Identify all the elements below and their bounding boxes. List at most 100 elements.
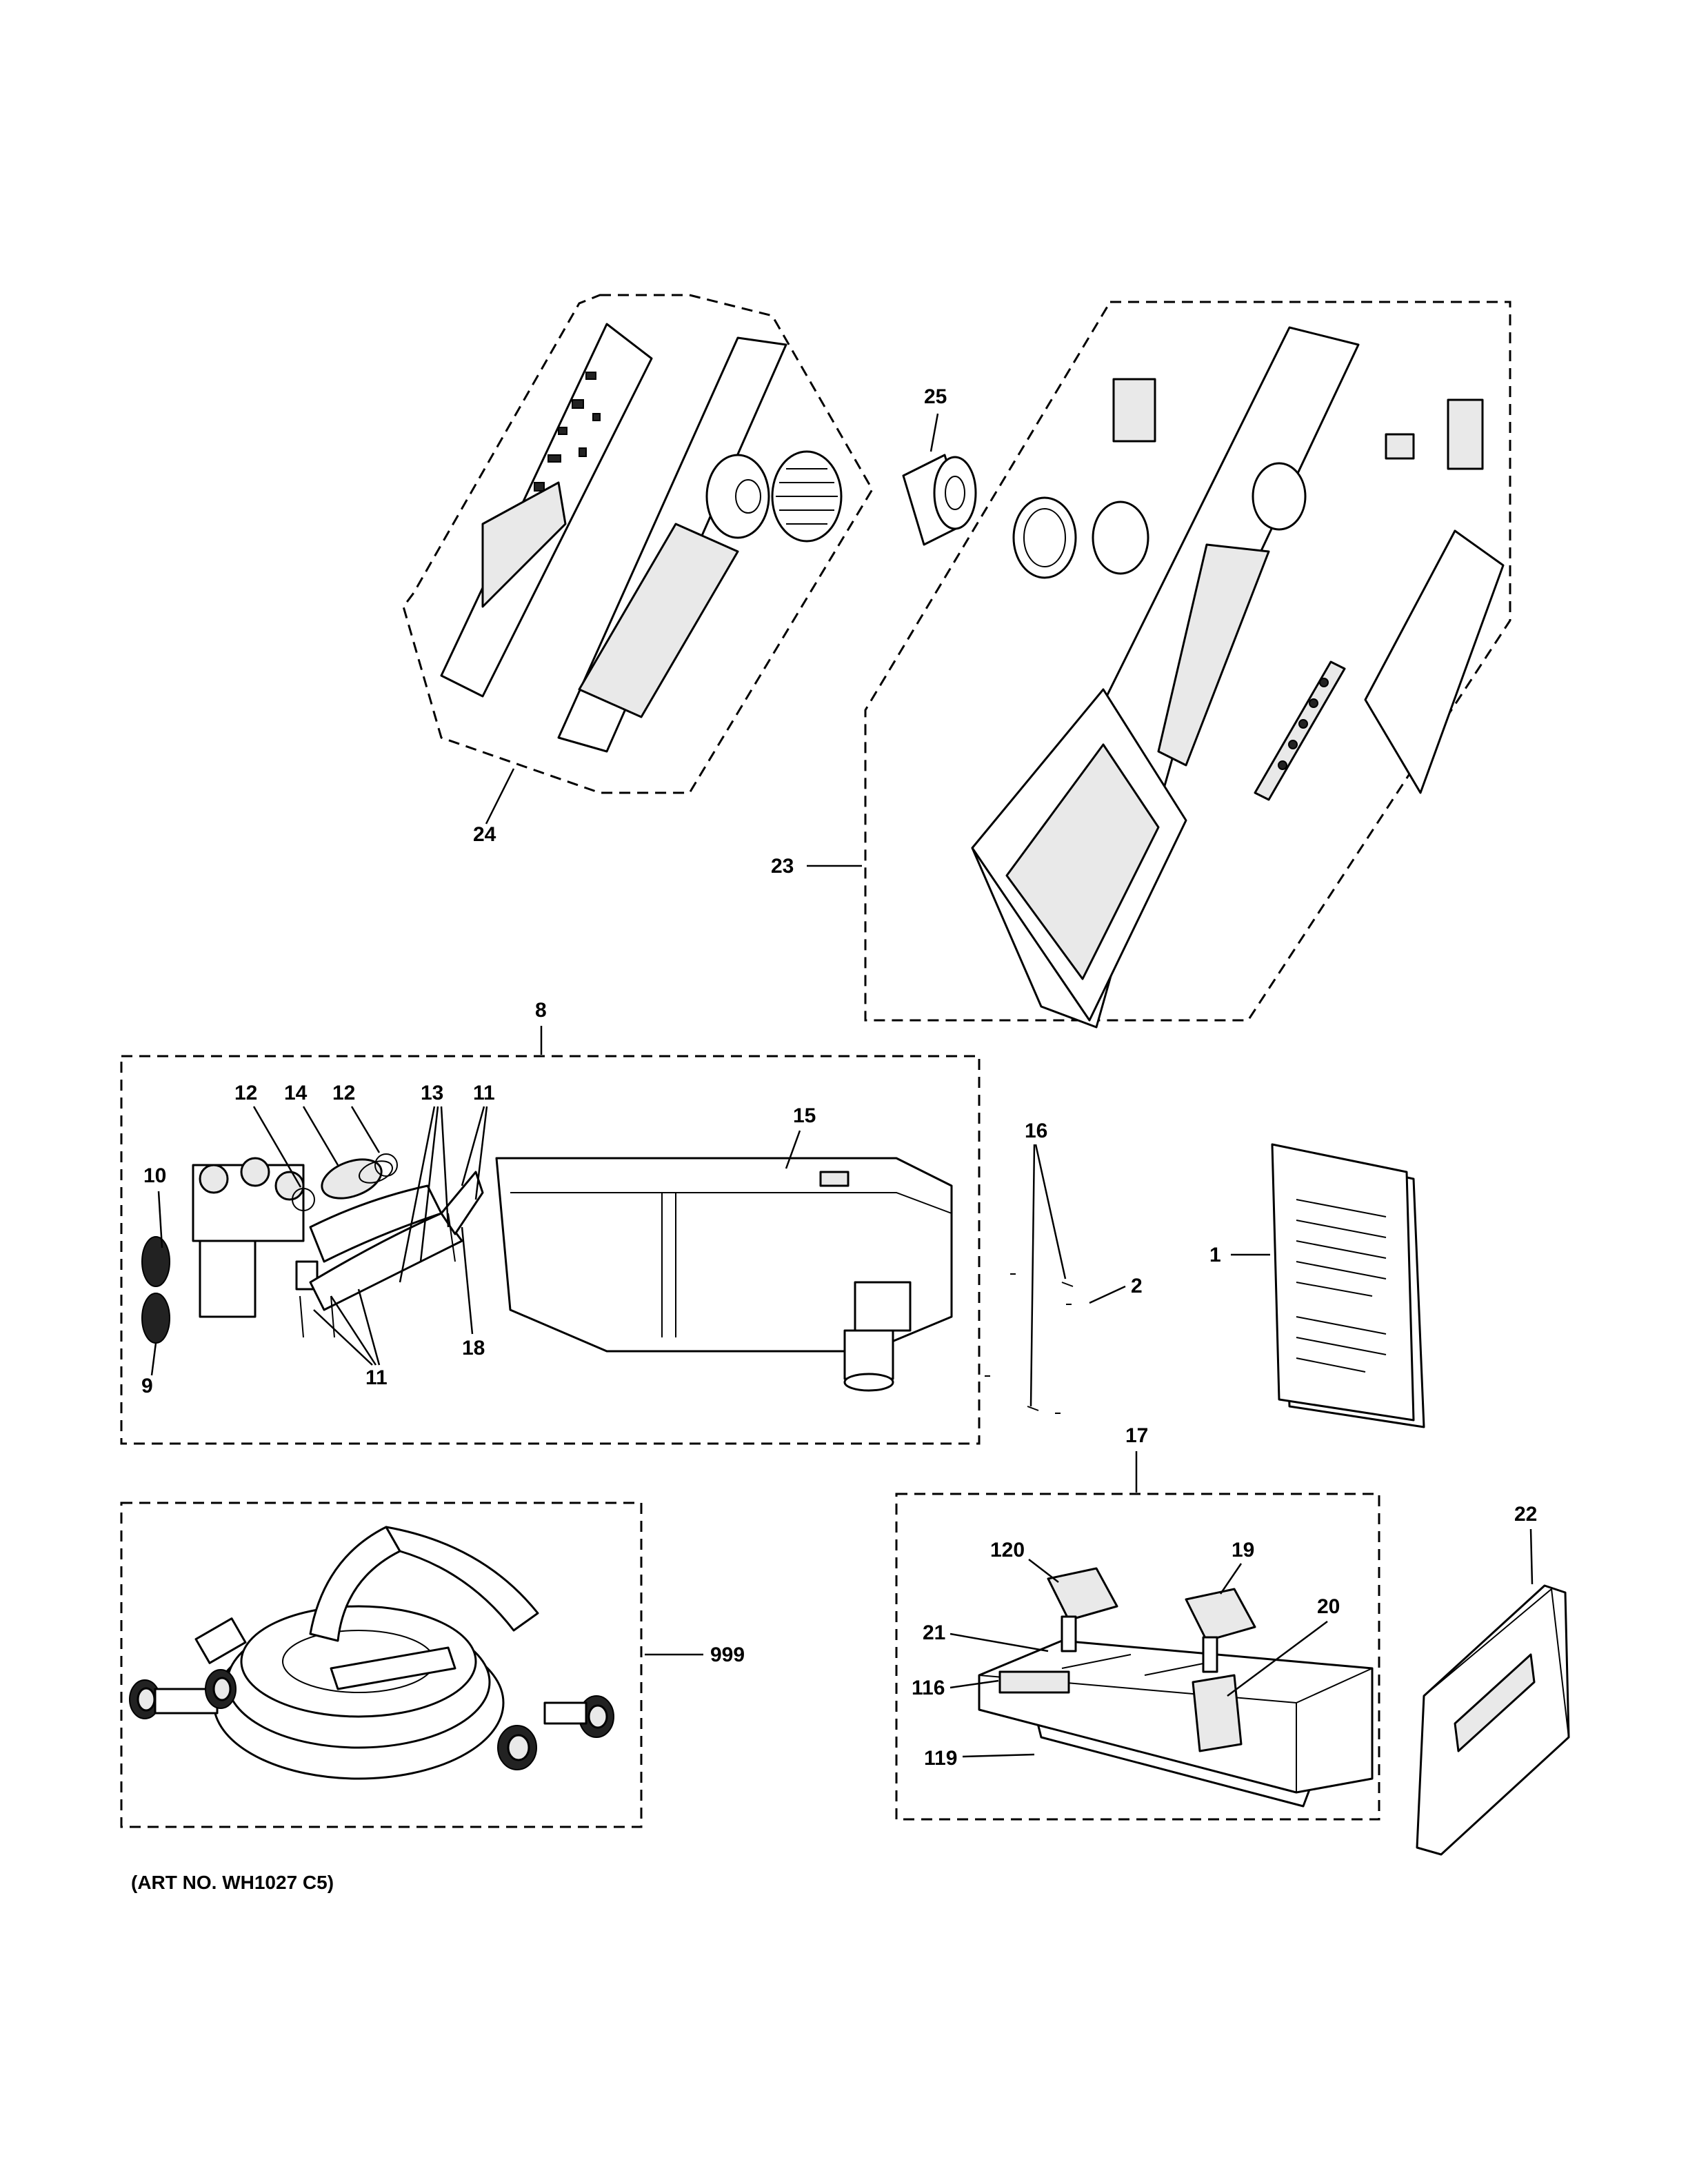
group-17-dispenser-drawer [895, 1493, 1380, 1821]
group-8-outline [120, 1055, 981, 1445]
water-valve [141, 1157, 319, 1344]
knob-face [933, 456, 977, 530]
label-116: 116 [912, 1677, 945, 1699]
panel-knob-hole [1252, 462, 1307, 531]
label-23: 23 [771, 855, 794, 878]
knob-seal-ring [1092, 501, 1149, 575]
label-11a: 11 [473, 1082, 495, 1104]
label-10: 10 [143, 1164, 166, 1187]
leader-19 [1219, 1563, 1243, 1595]
label-22: 22 [1514, 1503, 1537, 1526]
encoder-housing [705, 454, 770, 539]
leader-18 [461, 1226, 474, 1335]
leader-120 [1028, 1559, 1059, 1583]
leader-15 [785, 1130, 801, 1169]
leaders-13 [399, 1106, 450, 1283]
drawer-insert-20 [1192, 1674, 1243, 1752]
valve-lower [199, 1240, 257, 1318]
bracket-display-window [578, 523, 739, 718]
leader-24 [485, 768, 515, 825]
group-17-outline [895, 1493, 1380, 1821]
knob-bezel [1012, 496, 1077, 579]
label-19: 19 [1232, 1539, 1254, 1561]
leader-2 [1089, 1285, 1126, 1304]
valve-inlet-lower [141, 1293, 170, 1344]
panel-dispenser-recess [1005, 743, 1160, 980]
group-8-dispenser-valves [120, 1055, 981, 1445]
label-2: 2 [1131, 1275, 1143, 1297]
panel-clip-large [1447, 398, 1484, 470]
manual-cover [1271, 1143, 1415, 1422]
panel-clip-small [1385, 433, 1415, 460]
part-22-drawer-front [1416, 1584, 1570, 1856]
leader-119 [962, 1753, 1035, 1758]
leader-25 [930, 413, 939, 452]
group-23-outline [864, 301, 1511, 1022]
label-119: 119 [924, 1747, 957, 1770]
label-1: 1 [1209, 1244, 1221, 1266]
label-17: 17 [1125, 1424, 1148, 1447]
label-9: 9 [141, 1375, 153, 1397]
part-999-inlet-hoses [120, 1502, 643, 1828]
hose-bend-guide-right [385, 1526, 539, 1632]
leaders-11a [461, 1106, 488, 1200]
leader-21 [950, 1632, 1049, 1652]
clamps-11 [299, 1213, 456, 1338]
group-23-control-panel [864, 301, 1511, 1029]
panel-switch-block [1112, 378, 1156, 443]
label-8: 8 [535, 999, 547, 1022]
label-20: 20 [1317, 1595, 1340, 1618]
label-15: 15 [793, 1104, 816, 1127]
bellows-hose-14 [321, 1158, 383, 1200]
group-24-control-board [402, 294, 874, 794]
hose-coil-inner [240, 1605, 477, 1718]
label-12b: 12 [332, 1082, 355, 1104]
panel-overlay-sheet [1364, 529, 1505, 794]
leader-20 [1227, 1620, 1328, 1697]
dispenser-drain-tube [843, 1329, 894, 1380]
leader-9 [150, 1342, 157, 1376]
label-999: 999 [710, 1644, 745, 1666]
hose-bracket [330, 1646, 456, 1690]
drawer-compartments [1061, 1654, 1214, 1676]
screw-dashes [985, 1273, 1072, 1414]
label-14: 14 [284, 1082, 308, 1104]
hose-clamp-12a [292, 1188, 315, 1211]
leader-10 [157, 1191, 163, 1248]
leader-116 [950, 1679, 999, 1689]
drawer-compartment-insert [998, 1670, 1070, 1694]
label-11b: 11 [365, 1366, 388, 1389]
knob-ring-teeth [776, 468, 838, 525]
label-16: 16 [1025, 1120, 1047, 1142]
leaders-11b [313, 1288, 381, 1366]
label-25: 25 [924, 385, 947, 408]
panel-button-strip [1254, 660, 1346, 801]
label-18: 18 [462, 1337, 485, 1359]
panel-display-window [1157, 543, 1270, 767]
group-24-outline [402, 294, 874, 794]
dispenser-outlet [854, 1281, 912, 1332]
art-number: (ART NO. WH1027 C5) [131, 1872, 334, 1893]
leaders-16 [1029, 1144, 1067, 1407]
hose-clamp-12b [374, 1153, 398, 1177]
leader-14 [302, 1106, 339, 1166]
leader-12a [252, 1106, 302, 1188]
label-21: 21 [923, 1621, 945, 1644]
part-25-knob [902, 454, 977, 546]
part-1-manual [1271, 1143, 1425, 1428]
valve-inlet-upper [141, 1236, 170, 1287]
siphon-cap-19 [1185, 1588, 1256, 1642]
drawer-handle-recess [1454, 1653, 1536, 1752]
hose-fittings [129, 1617, 614, 1770]
manual-text-lines [1296, 1199, 1387, 1373]
leader-12b [350, 1106, 381, 1153]
dispenser-housing [495, 1157, 953, 1353]
panel-buttons [1278, 678, 1329, 770]
screws-16 [1027, 1282, 1074, 1411]
label-24: 24 [473, 823, 496, 846]
label-120: 120 [990, 1539, 1025, 1561]
label-12a: 12 [234, 1082, 257, 1104]
siphon-cap-120 [1047, 1567, 1118, 1621]
